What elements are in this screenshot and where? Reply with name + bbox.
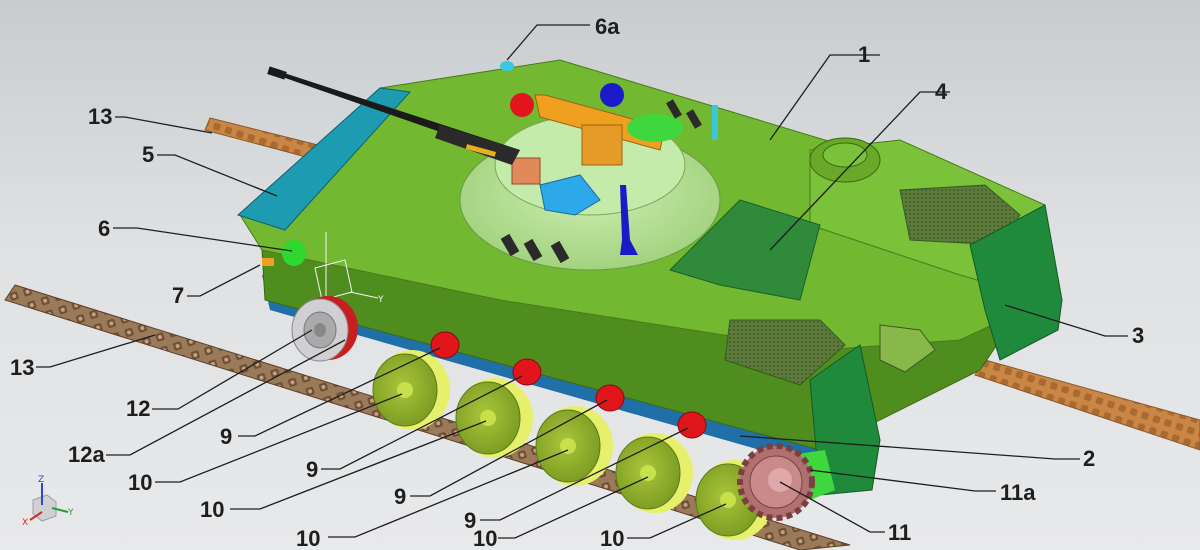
csys-marker: Y [314,232,384,305]
callout-2: 2 [1083,446,1095,471]
part-7 [262,258,274,266]
x-axis-icon [29,511,43,521]
y-axis-icon [51,507,69,513]
callout-11: 11 [888,520,911,545]
callout-10-5: 10 [600,526,624,550]
callout-1: 1 [858,42,870,67]
hull [237,59,1063,496]
callout-10-4: 10 [473,526,497,550]
turret [459,83,721,271]
svg-text:Y: Y [377,295,384,305]
svg-text:X: X [22,518,28,528]
callout-labels: 1 4 6a 13 5 6 7 13 12 12a 9 10 9 10 9 10… [10,14,1144,550]
callout-6: 6 [98,216,110,241]
callout-9-4: 9 [464,508,476,533]
callout-12: 12 [126,396,150,421]
callout-6a: 6a [595,14,620,39]
callout-13-bottom: 13 [10,355,34,380]
leader-lines [36,24,1128,539]
svg-text:Y: Y [67,508,74,518]
callout-12a: 12a [68,442,105,467]
callout-7: 7 [172,283,184,308]
main-gun [267,66,520,165]
part-6 [282,240,306,266]
callout-9-1: 9 [220,424,232,449]
callout-10-1: 10 [128,470,152,495]
callout-4: 4 [935,79,948,104]
callout-10-3: 10 [296,526,320,550]
callout-10-2: 10 [200,497,224,522]
callout-9-3: 9 [394,484,406,509]
return-rollers [430,331,707,439]
callout-9-2: 9 [306,457,318,482]
callout-5: 5 [142,142,154,167]
part-6a [500,61,514,71]
axis-triad[interactable]: Z X Y [22,475,74,528]
callout-13-top: 13 [88,104,112,129]
track-right-piece [974,359,1200,451]
callout-3: 3 [1132,323,1144,348]
svg-text:Z: Z [38,475,44,485]
callout-11a: 11a [1000,480,1036,505]
drive-sprocket [737,443,815,521]
idler-wheel [291,296,358,362]
